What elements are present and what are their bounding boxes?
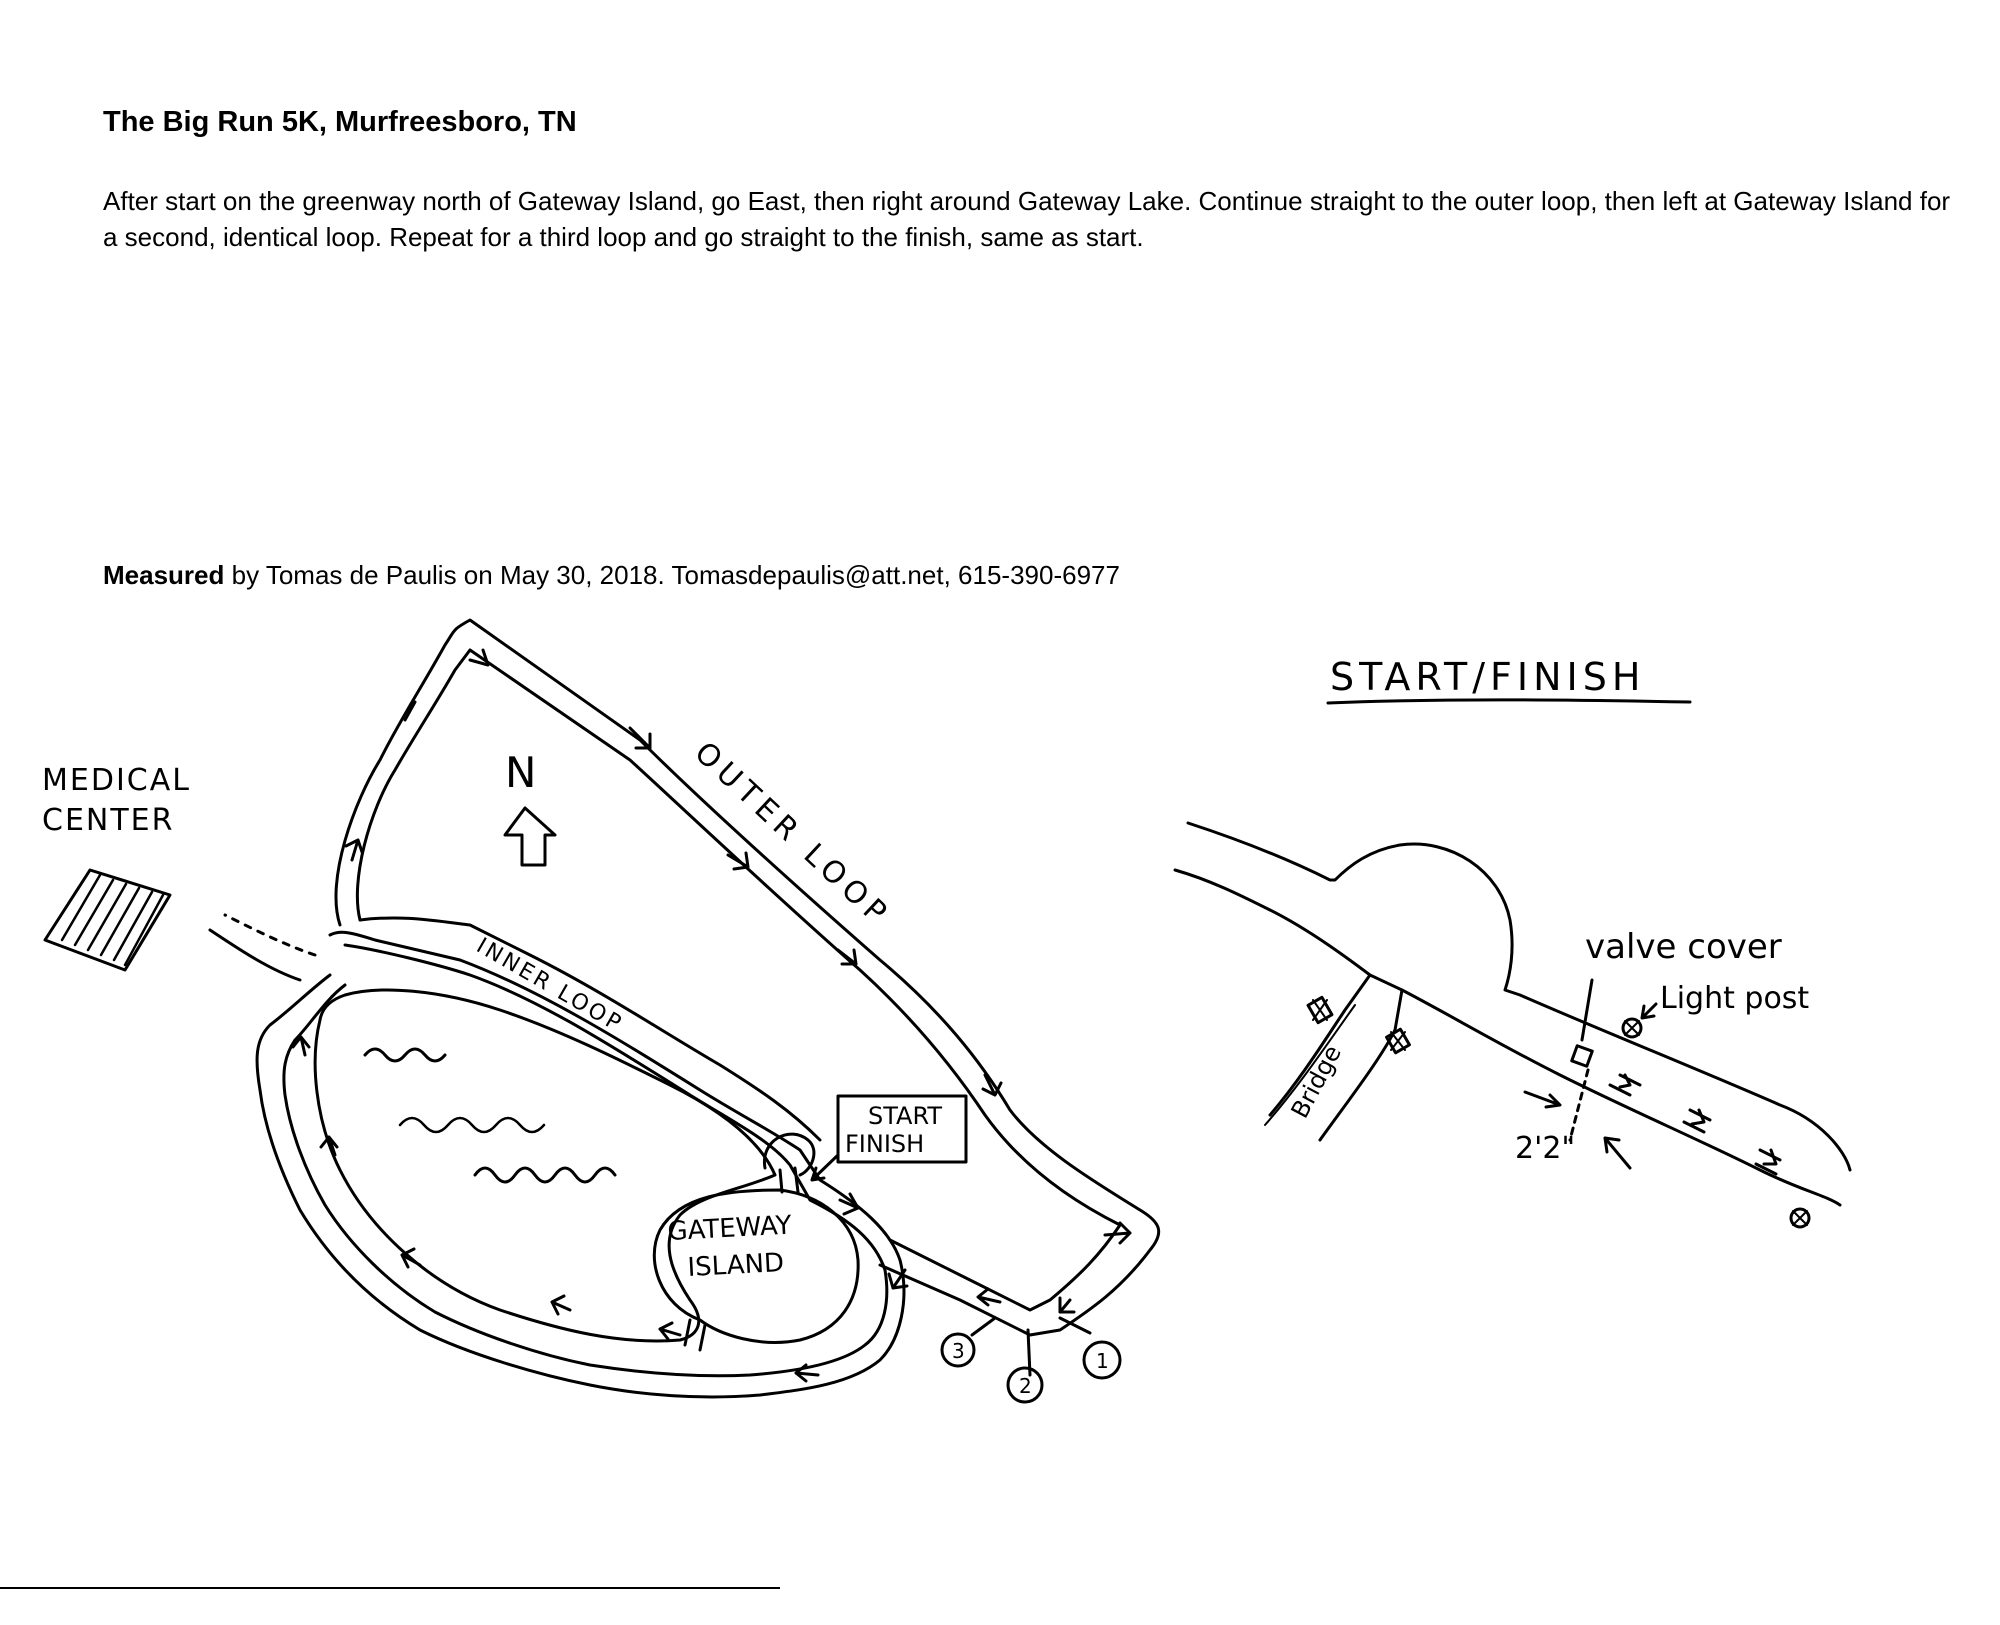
direction-arrow-icon: [726, 851, 750, 871]
lake-wave: [473, 1166, 617, 1184]
direction-arrow-icon: [838, 1192, 860, 1216]
direction-arrow-icon: [550, 1294, 572, 1316]
direction-arrow-icon: [291, 1035, 311, 1057]
detail-path-upper: [1186, 821, 1852, 1172]
direction-arrow-icon: [628, 726, 652, 750]
start-finish-box: [836, 1094, 968, 1164]
north-label: N: [505, 748, 536, 797]
direction-arrow-icon: [976, 1287, 1002, 1307]
measure-arrow: [1523, 1090, 1562, 1109]
valve-cover-label: valve cover: [1585, 927, 1782, 967]
start-label: START: [868, 1102, 942, 1130]
medical-center-building: [43, 868, 172, 972]
island-label: ISLAND: [687, 1248, 785, 1283]
outer-loop-inner-edge: [355, 648, 1122, 1312]
bridge-rail: [1264, 1004, 1356, 1126]
split-marker-3: [940, 1332, 976, 1368]
start-finish-pointer: [810, 1153, 840, 1182]
bridge-post-cross: [1312, 999, 1328, 1021]
direction-arrow-icon: [468, 648, 490, 667]
lake-wave: [398, 1116, 546, 1134]
valve-cover-icon: [1570, 1044, 1594, 1068]
island-label: GATEWAY: [667, 1211, 793, 1247]
direction-arrow-icon: [887, 1268, 909, 1290]
valve-cover-leader: [1580, 978, 1594, 1042]
finish-label: FINISH: [845, 1130, 924, 1158]
direction-arrow-icon: [1682, 1108, 1712, 1134]
direction-arrow-icon: [400, 1247, 422, 1269]
light-post-icon: [1792, 1210, 1808, 1226]
medical-spur: [208, 928, 302, 982]
course-description: After start on the greenway north of Gat…: [103, 186, 1951, 252]
direction-arrow-icon: [1058, 1296, 1076, 1314]
inner-loop-outer-edge: [255, 930, 906, 1399]
page-title: The Big Run 5K, Murfreesboro, TN: [103, 106, 577, 138]
island-bridge: [778, 1166, 800, 1194]
outer-inner-divider: [358, 916, 822, 1142]
marker-leader: [1058, 1316, 1092, 1335]
bridge-post-icon: [1385, 1027, 1411, 1055]
split-marker-1-label: 1: [1096, 1349, 1109, 1373]
direction-arrow-icon: [981, 1073, 1003, 1097]
measured-by-line: Measured by Tomas de Paulis on May 30, 2…: [103, 560, 1120, 591]
outer-loop-outer-edge: [334, 618, 1161, 1337]
split-marker-2-label: 2: [1019, 1374, 1032, 1398]
light-post-icon: [1621, 1017, 1643, 1039]
medical-center-label: CENTER: [42, 803, 174, 838]
measured-label: Measured: [103, 560, 225, 590]
measured-details: by Tomas de Paulis on May 30, 2018. Toma…: [224, 560, 1120, 590]
footer-rule: [0, 1587, 780, 1589]
direction-arrow-icon: [344, 838, 364, 862]
gateway-island: [652, 1188, 860, 1344]
detail-underline: [1326, 698, 1692, 705]
start-line: [1568, 1068, 1590, 1142]
bridge-post-cross: [1390, 1031, 1406, 1051]
direction-arrow-icon: [403, 700, 417, 722]
detail-path-lower: [1173, 868, 1842, 1207]
direction-arrow-icon: [658, 1321, 682, 1341]
marker-leader: [970, 1316, 997, 1337]
direction-arrow-icon: [1754, 1148, 1782, 1176]
direction-arrow-icon: [1103, 1221, 1132, 1245]
north-arrow-icon: [503, 806, 557, 867]
light-post-icon: [1789, 1207, 1811, 1229]
inner-loop-inner-edge: [282, 943, 889, 1378]
measure-arrow: [1603, 1136, 1632, 1170]
direction-arrow-icon: [1608, 1073, 1642, 1097]
start-finish-bulb: [763, 1132, 816, 1177]
light-post-icon: [1624, 1020, 1640, 1036]
light-post-label: Light post: [1660, 981, 1809, 1016]
split-marker-3-label: 3: [952, 1339, 965, 1363]
split-marker-1: [1082, 1340, 1122, 1380]
medical-spur: [223, 913, 317, 957]
outer-loop-label: OUTER LOOP: [688, 735, 898, 934]
split-marker-2: [1006, 1366, 1044, 1404]
bridge-rail: [1268, 973, 1372, 1117]
medical-center-label: MEDICAL: [42, 763, 191, 798]
direction-arrow-icon: [319, 1135, 339, 1157]
gateway-lake: [313, 988, 777, 1343]
light-post-leader: [1640, 1002, 1658, 1020]
lake-wave: [363, 1047, 447, 1063]
measurement-label: 2'2": [1515, 1131, 1575, 1166]
island-bridge: [683, 1318, 707, 1352]
direction-arrow-icon: [836, 948, 858, 966]
detail-title: START/FINISH: [1330, 655, 1645, 699]
direction-arrow-icon: [794, 1363, 820, 1383]
